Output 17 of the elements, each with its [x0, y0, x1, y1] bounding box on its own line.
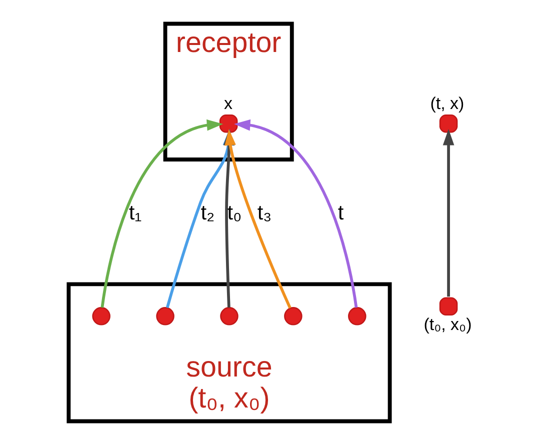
edge-label: t₁: [128, 201, 142, 224]
node-circle: [348, 307, 366, 326]
edge-label: t₂: [200, 201, 214, 224]
arrow: [224, 129, 291, 309]
cluster: source (t₀, x₀): [66, 282, 392, 424]
arrow: [234, 119, 358, 308]
arrow: [100, 119, 223, 308]
node-label: (t₀, x₀): [423, 314, 472, 334]
node-circle: [220, 307, 238, 326]
node-label: (t, x): [430, 94, 464, 114]
node-circle: [156, 307, 174, 326]
edge-label: t: [337, 201, 344, 224]
arrow: [442, 129, 454, 297]
node-circle: [284, 307, 302, 326]
node-label: x: [224, 94, 232, 114]
node-circle: [92, 307, 110, 326]
edge-label: t₃: [256, 201, 272, 224]
